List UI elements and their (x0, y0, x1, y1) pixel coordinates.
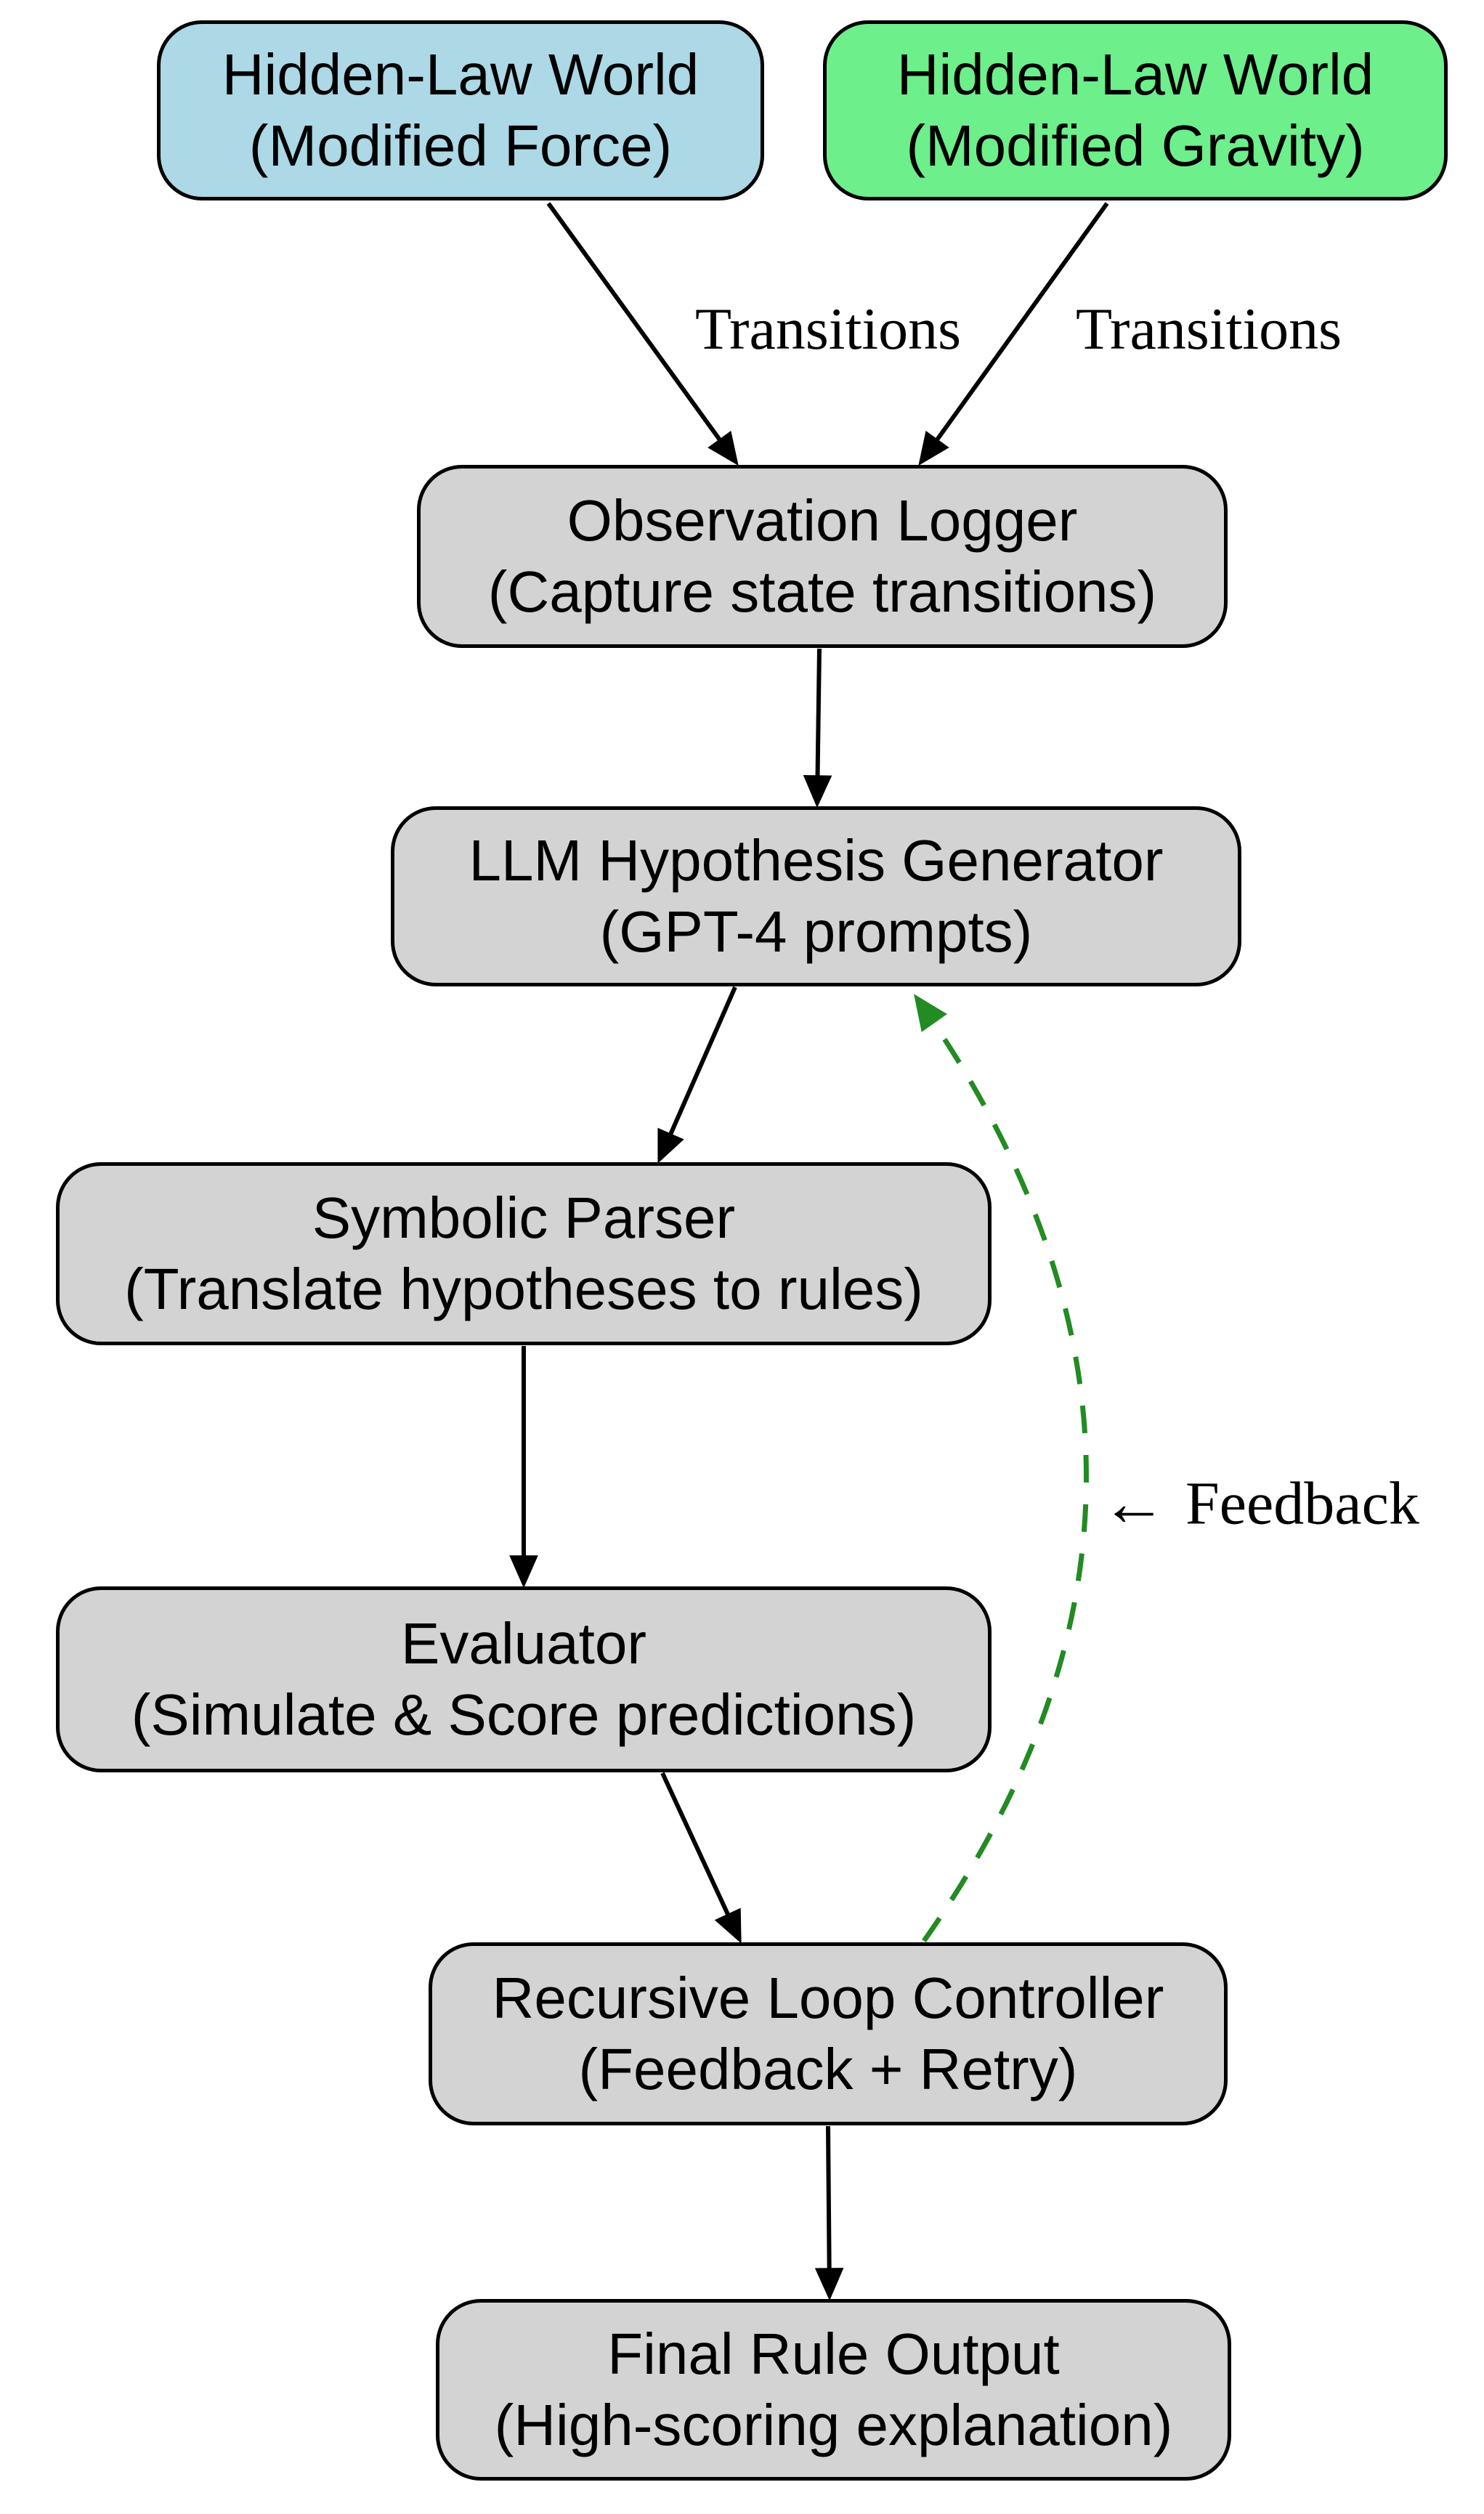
node-observation-logger: Observation Logger (Capture state transi… (417, 465, 1228, 648)
edge-label-transitions-left: Transitions (694, 296, 962, 362)
node-symbolic-parser: Symbolic Parser (Translate hypotheses to… (56, 1162, 992, 1345)
node-evaluator: Evaluator (Simulate & Score predictions) (56, 1586, 992, 1772)
node-title: Recursive Loop Controller (492, 1966, 1164, 2031)
node-hidden-law-world-gravity: Hidden-Law World (Modified Gravity) (823, 20, 1448, 200)
node-recursive-loop-controller: Recursive Loop Controller (Feedback + Re… (429, 1942, 1228, 2125)
node-subtitle: (GPT-4 prompts) (599, 899, 1033, 964)
edge-label-feedback: ← Feedback (1101, 1469, 1419, 1539)
edge-evaluator-to-loop (660, 1772, 742, 1944)
node-llm-hypothesis-generator: LLM Hypothesis Generator (GPT-4 prompts) (391, 806, 1241, 986)
edge-loop-to-final (814, 2125, 844, 2301)
edge-logger-to-llm (803, 648, 832, 808)
feedback-label-text: Feedback (1185, 1469, 1419, 1538)
node-subtitle: (Feedback + Retry) (578, 2037, 1078, 2101)
node-title: Hidden-Law World (222, 42, 700, 108)
node-subtitle: (Modified Gravity) (906, 113, 1365, 178)
node-final-rule-output: Final Rule Output (High-scoring explanat… (436, 2299, 1231, 2481)
edge-feedback-loop-to-llm (914, 994, 1089, 1943)
node-title: Symbolic Parser (312, 1185, 736, 1251)
node-hidden-law-world-force: Hidden-Law World (Modified Force) (157, 20, 764, 200)
node-title: LLM Hypothesis Generator (469, 828, 1164, 893)
left-arrow-icon: ← (1101, 1467, 1167, 1539)
node-subtitle: (Modified Force) (248, 113, 673, 178)
edge-llm-to-parser (657, 986, 737, 1164)
edge-force-to-logger (546, 202, 739, 466)
node-subtitle: (Capture state transitions) (487, 559, 1157, 624)
node-title: Final Rule Output (607, 2322, 1060, 2387)
node-title: Hidden-Law World (896, 42, 1374, 108)
node-subtitle: (Translate hypotheses to rules) (124, 1257, 923, 1321)
edge-label-transitions-right: Transitions (1075, 296, 1342, 362)
node-subtitle: (Simulate & Score predictions) (131, 1682, 917, 1747)
node-title: Observation Logger (567, 488, 1078, 554)
edge-gravity-to-logger (918, 202, 1109, 466)
node-subtitle: (High-scoring explanation) (494, 2393, 1173, 2457)
node-title: Evaluator (401, 1611, 646, 1676)
